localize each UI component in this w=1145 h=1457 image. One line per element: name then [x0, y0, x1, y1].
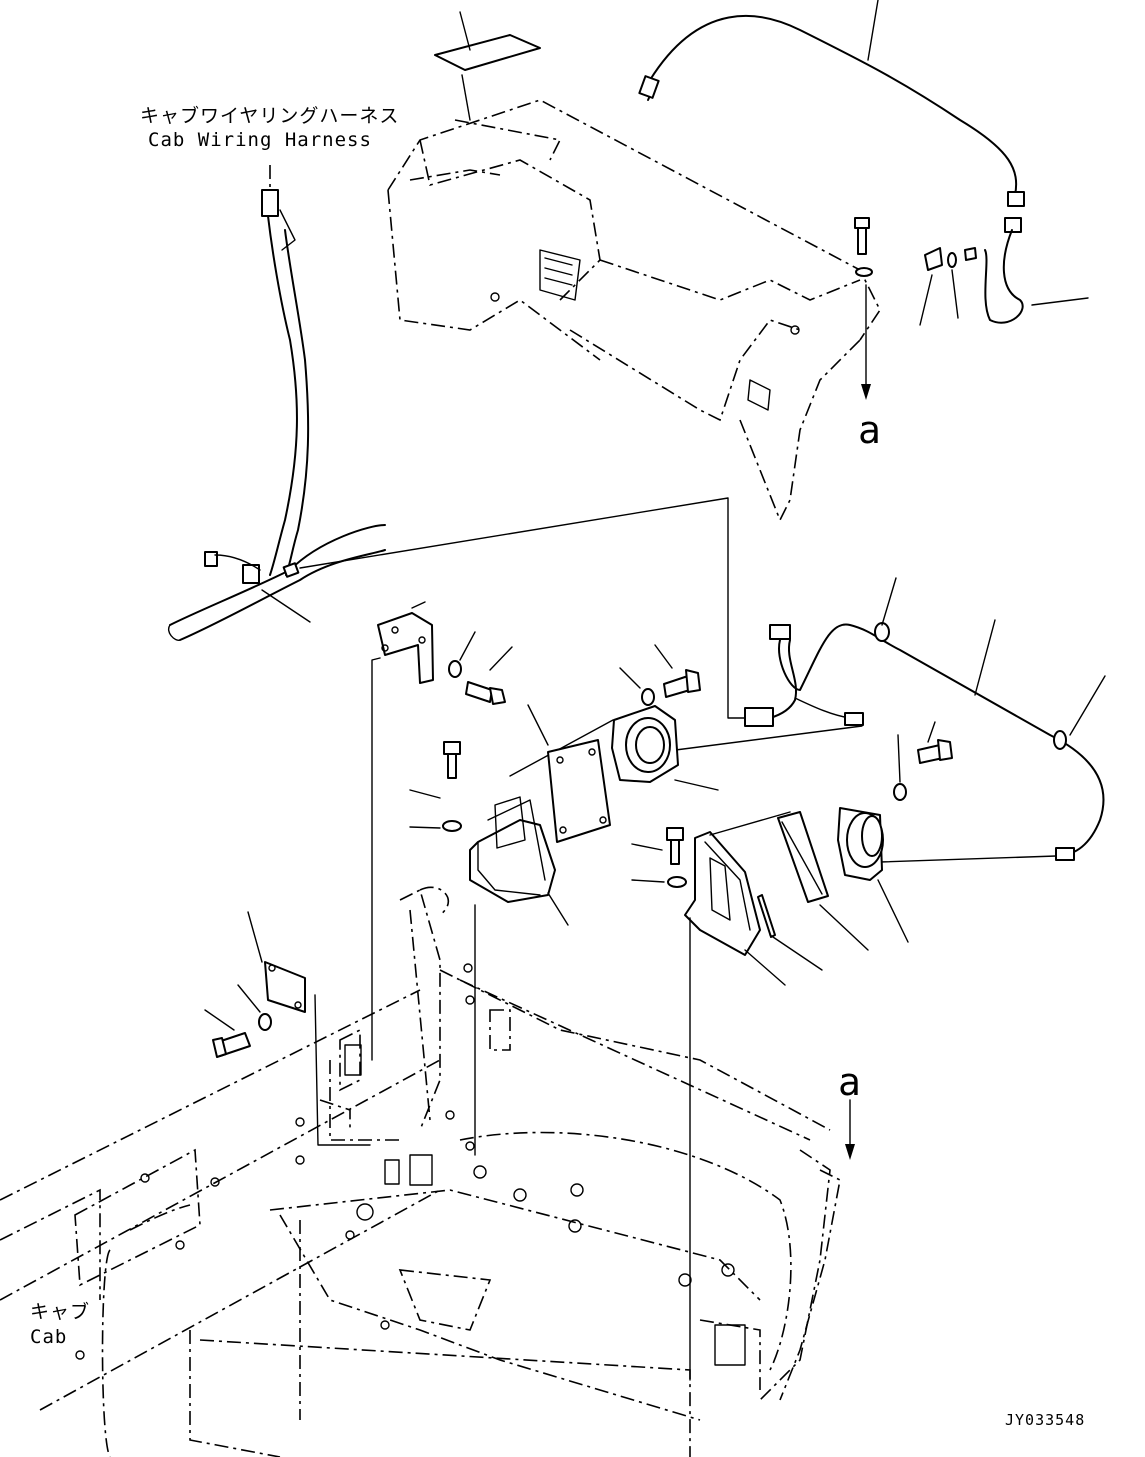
rear-cover-panel: [387, 99, 881, 522]
bolt-speaker-left: [619, 644, 701, 706]
lower-left-plate: [247, 911, 371, 1146]
drawing-code: JY033548: [1005, 1411, 1085, 1429]
view-arrow-lower: a: [838, 1060, 861, 1160]
cab-wiring-harness: キャブワイヤリングハーネス Cab Wiring Harness: [140, 104, 746, 719]
washer-left-1: [448, 631, 476, 678]
gasket-strip-right: [757, 894, 823, 971]
cab-label-jp: キャブ: [30, 1300, 90, 1323]
view-ref-a-upper: a: [858, 408, 881, 452]
bolt-upper: [854, 217, 873, 400]
top-cable: [638, 0, 1089, 324]
bolt-left-1: [465, 646, 513, 705]
speaker-left: [611, 705, 719, 791]
speaker-right: [837, 807, 909, 943]
left-bracket-upper: [371, 601, 434, 1061]
bolt-right-1: [631, 827, 687, 888]
bolt-lower-left: [204, 984, 272, 1058]
cab-label-en: Cab: [30, 1326, 67, 1348]
speaker-box-right: [684, 811, 791, 1381]
speaker-plate-left: [527, 704, 611, 843]
speaker-harness: [659, 577, 1106, 863]
label-plate: [434, 11, 541, 121]
cab-frame: [0, 886, 841, 1457]
view-ref-a-lower: a: [838, 1060, 861, 1104]
speaker-plate-right: [777, 811, 869, 951]
clip-upper: [919, 247, 977, 326]
bolt-speaker-right: [893, 721, 953, 801]
harness-label-jp: キャブワイヤリングハーネス: [140, 104, 399, 127]
bolt-left-2: [409, 741, 462, 832]
harness-label-en: Cab Wiring Harness: [148, 129, 372, 151]
